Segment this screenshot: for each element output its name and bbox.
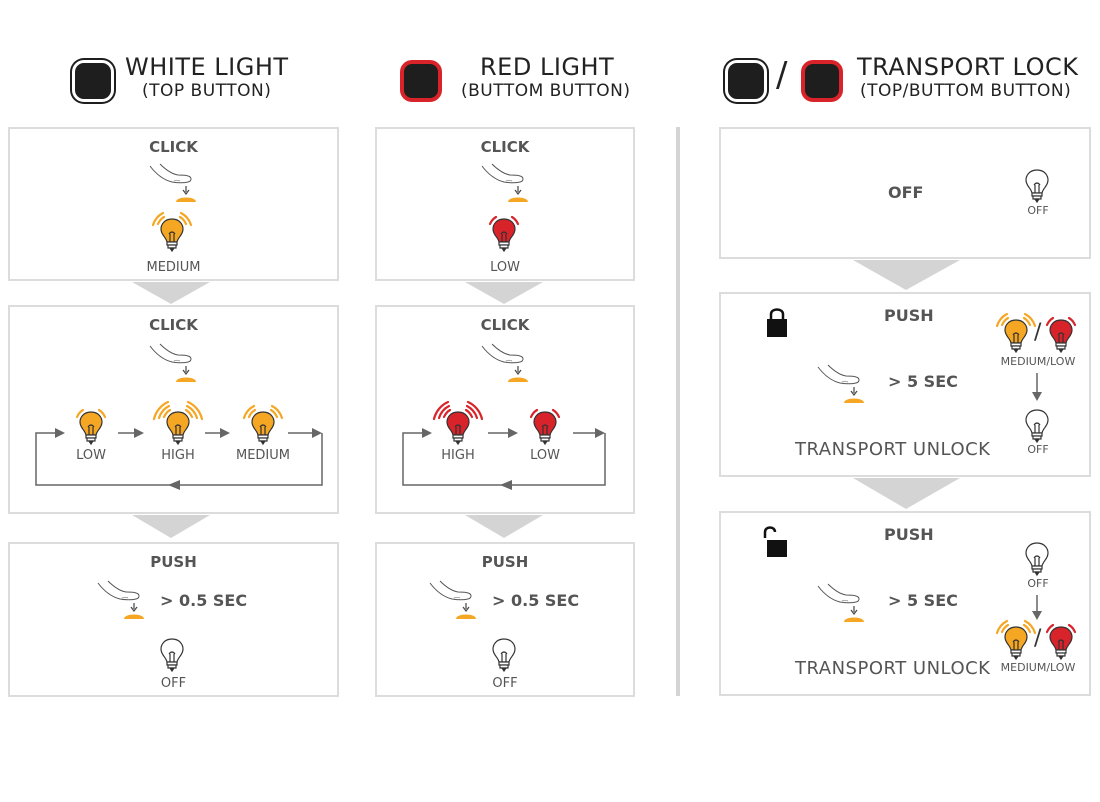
white-step-1-result: MEDIUM [146, 260, 201, 275]
red-step-3-result: OFF [492, 676, 518, 691]
red-step-1-result: LOW [490, 260, 520, 275]
transport-off-state: OFF [888, 183, 924, 202]
down-arrow [853, 478, 960, 509]
bottom-button-icon [400, 60, 442, 102]
down-arrow [465, 282, 543, 304]
transport-step-2-action: PUSH [884, 306, 934, 325]
red-step-2-action: CLICK [480, 316, 530, 334]
bulb-slash: / [1034, 626, 1042, 651]
transport-off-label: OFF [1027, 577, 1049, 590]
white-step-2-action: CLICK [149, 316, 198, 334]
push-duration: > 0.5 SEC [492, 591, 580, 610]
red-light-title: RED LIGHT [480, 53, 615, 81]
down-arrow [132, 282, 210, 304]
top-button-icon [725, 60, 767, 102]
push-duration: > 5 SEC [888, 591, 958, 610]
lock-open-icon [763, 526, 787, 557]
transport-step-3-action: PUSH [884, 525, 934, 544]
transport-unlock-caption: TRANSPORT UNLOCK [795, 439, 991, 460]
push-duration: > 5 SEC [888, 372, 958, 391]
transport-off-label: OFF [1027, 204, 1049, 217]
white-step-2 [8, 305, 339, 514]
red-step-3 [375, 542, 635, 697]
mode-label: HIGH [441, 448, 475, 463]
down-arrow [465, 515, 543, 538]
bottom-button-icon [801, 60, 843, 102]
push-duration: > 0.5 SEC [160, 591, 248, 610]
red-step-3-action: PUSH [481, 553, 529, 571]
transport-lock-subtitle: (TOP/BUTTOM BUTTON) [860, 81, 1072, 101]
transport-lock-title: TRANSPORT LOCK [857, 53, 1079, 81]
white-step-3-action: PUSH [150, 553, 197, 571]
cycle-arrows [402, 428, 606, 490]
transport-off-label: OFF [1027, 443, 1049, 456]
transport-mode-label: MEDIUM/LOW [1000, 661, 1076, 674]
flow-arrow [1032, 373, 1042, 401]
white-step-3 [8, 542, 339, 697]
column-divider [676, 127, 680, 696]
cycle-arrows [35, 428, 323, 490]
lock-closed-icon [767, 308, 787, 337]
flow-arrow [1032, 595, 1042, 620]
white-light-title: WHITE LIGHT [125, 53, 289, 81]
down-arrow [853, 260, 960, 290]
red-step-1-action: CLICK [480, 138, 530, 156]
red-step-2 [375, 305, 635, 514]
bulb-slash: / [1034, 320, 1042, 345]
mode-label: LOW [530, 448, 560, 463]
white-light-subtitle: (TOP BUTTON) [142, 81, 272, 101]
white-step-1 [8, 127, 339, 281]
white-step-3-result: OFF [160, 676, 187, 691]
red-step-1 [375, 127, 635, 281]
down-arrow [132, 515, 210, 538]
mode-label: MEDIUM [235, 448, 290, 463]
transport-mode-label: MEDIUM/LOW [1000, 355, 1076, 368]
mode-label: HIGH [161, 448, 195, 463]
mode-label: LOW [76, 448, 106, 463]
transport-step-1 [719, 127, 1091, 259]
red-light-subtitle: (BUTTOM BUTTON) [461, 81, 631, 101]
transport-unlock-caption: TRANSPORT UNLOCK [795, 658, 991, 679]
white-step-1-action: CLICK [149, 138, 198, 156]
top-button-icon [72, 60, 114, 102]
header-slash: / [776, 55, 788, 95]
